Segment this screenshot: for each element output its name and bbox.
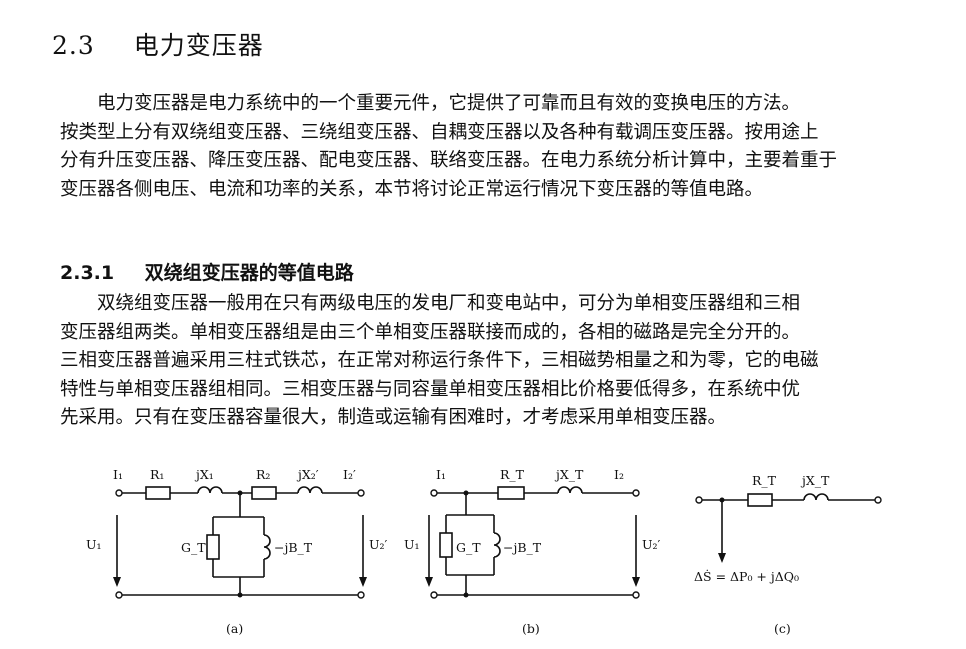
inductor-xt (557, 486, 583, 494)
subsection-title: 双绕组变压器的等值电路 (144, 262, 354, 284)
label-xt: jX_T (800, 473, 830, 488)
circuit-b: I₁ R_T jX_T I₂ U₁ U₂′ G_T −jB_T (b) (404, 467, 661, 636)
conductance-gt (439, 532, 453, 558)
label-voltage-u2: U₂′ (642, 537, 661, 552)
resistor-rt (497, 486, 525, 500)
susceptance-bt (263, 534, 271, 560)
resistor-r2 (251, 486, 277, 500)
label-x1: jX₁ (194, 467, 214, 482)
terminal (632, 591, 640, 599)
label-no-load-power: ΔṠ = ΔP₀ + jΔQ₀ (694, 568, 799, 584)
terminal (357, 489, 365, 497)
section-heading: 2.3 电力变压器 (52, 26, 264, 62)
label-gt: G_T (181, 540, 206, 555)
conductance-gt (206, 534, 220, 560)
label-xt: jX_T (554, 467, 584, 482)
terminal (115, 489, 123, 497)
caption-a: (a) (226, 621, 243, 636)
susceptance-bt (493, 532, 501, 558)
paragraph-line: 三相变压器普遍采用三柱式铁芯，在正常对称运行条件下，三相磁势相量之和为零，它的电… (60, 350, 819, 371)
inductor-x2 (297, 486, 323, 494)
label-current-i1: I₁ (113, 467, 123, 482)
circuit-c: R_T jX_T ΔṠ = ΔP₀ + jΔQ₀ (c) (694, 473, 882, 636)
section-number: 2.3 (52, 31, 95, 60)
terminal (357, 591, 365, 599)
terminal (430, 489, 438, 497)
terminal (874, 496, 882, 504)
terminal (430, 591, 438, 599)
paragraph-line: 变压器各侧电压、电流和功率的关系，本节将讨论正常运行情况下变压器的等值电路。 (60, 178, 764, 200)
label-voltage-u1: U₁ (86, 537, 102, 552)
inductor-xt (803, 493, 829, 501)
circuit-a: I₁ R₁ jX₁ R₂ jX₂′ I₂′ U₁ U₂′ G_T −jB_T (… (86, 467, 388, 636)
caption-c: (c) (774, 621, 791, 636)
resistor-rt (747, 493, 773, 507)
terminal (115, 591, 123, 599)
label-x2: jX₂′ (296, 467, 319, 482)
label-current-i2: I₂ (614, 467, 624, 482)
label-r1: R₁ (150, 467, 164, 482)
label-voltage-u1: U₁ (404, 537, 420, 552)
paragraph-line: 双绕组变压器一般用在只有两级电压的发电厂和变电站中，可分为单相变压器组和三相 (97, 293, 801, 314)
label-current-i2: I₂′ (343, 467, 356, 482)
paragraph-line: 先采用。只有在变压器容量很大，制造或运输有困难时，才考虑采用单相变压器。 (60, 407, 727, 428)
equivalent-circuit-figure: I₁ R₁ jX₁ R₂ jX₂′ I₂′ U₁ U₂′ G_T −jB_T (… (86, 467, 882, 636)
label-rt: R_T (752, 473, 777, 488)
body-paragraph: 双绕组变压器一般用在只有两级电压的发电厂和变电站中，可分为单相变压器组和三相 变… (60, 290, 918, 433)
label-current-i1: I₁ (436, 467, 446, 482)
caption-b: (b) (522, 621, 540, 636)
label-bt: −jB_T (503, 540, 542, 555)
subsection-heading: 2.3.1 双绕组变压器的等值电路 (60, 258, 354, 285)
terminal (632, 489, 640, 497)
subsection-number: 2.3.1 (60, 262, 115, 284)
section-title: 电力变压器 (133, 31, 264, 60)
paragraph-line: 电力变压器是电力系统中的一个重要元件，它提供了可靠而且有效的变换电压的方法。 (97, 93, 801, 114)
intro-paragraph: 电力变压器是电力系统中的一个重要元件，它提供了可靠而且有效的变换电压的方法。 按… (60, 90, 918, 204)
label-rt: R_T (500, 467, 525, 482)
label-voltage-u2: U₂′ (369, 537, 388, 552)
label-bt: −jB_T (274, 540, 313, 555)
resistor-r1 (145, 486, 171, 500)
inductor-x1 (197, 486, 223, 494)
paragraph-line: 按类型上分有双绕组变压器、三绕组变压器、自耦变压器以及各种有载调压变压器。按用途… (60, 121, 819, 143)
label-gt: G_T (456, 540, 481, 555)
paragraph-line: 特性与单相变压器组相同。三相变压器与同容量单相变压器相比价格要低得多，在系统中优 (60, 378, 801, 400)
paragraph-line: 变压器组两类。单相变压器组是由三个单相变压器联接而成的，各相的磁路是完全分开的。 (60, 321, 801, 343)
paragraph-line: 分有升压变压器、降压变压器、配电变压器、联络变压器。在电力系统分析计算中，主要着… (60, 150, 838, 171)
label-r2: R₂ (256, 467, 270, 482)
terminal (695, 496, 703, 504)
